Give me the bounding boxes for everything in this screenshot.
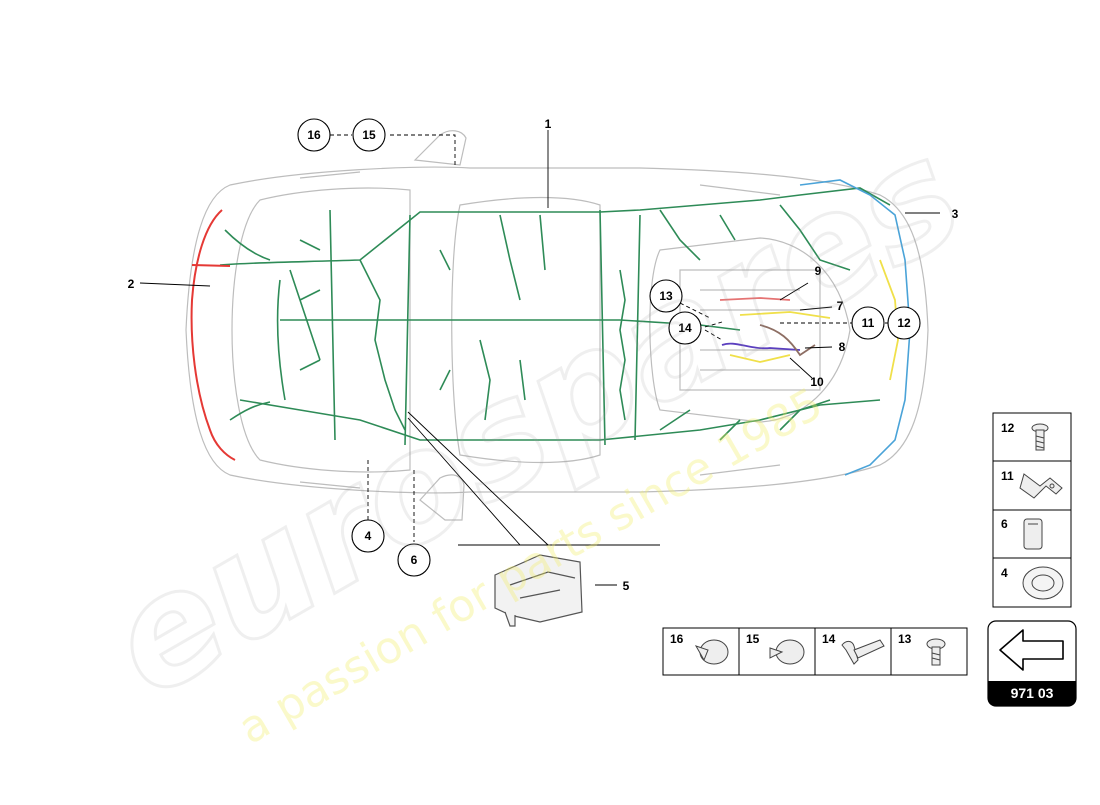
callout-2: 2 xyxy=(128,277,135,291)
car-body-outline xyxy=(185,130,929,521)
legend-bottom-num-14: 14 xyxy=(822,632,836,646)
control-unit-part xyxy=(494,554,583,627)
bracket-icon xyxy=(1019,473,1063,499)
callout-14-circle xyxy=(668,311,702,345)
legend-right: 12 11 6 4 xyxy=(992,412,1072,608)
clip-icon xyxy=(769,639,805,665)
callout-12-label: 12 xyxy=(897,316,911,330)
callout-10: 10 xyxy=(810,375,824,389)
legend-right-num-6: 6 xyxy=(1001,517,1008,531)
callout-13-label: 13 xyxy=(659,289,673,303)
legend-bottom-num-13: 13 xyxy=(898,632,912,646)
callout-1: 1 xyxy=(545,117,552,131)
rear-wiring-harness xyxy=(799,179,911,476)
screw-icon xyxy=(926,638,946,666)
callout-15-circle xyxy=(352,118,386,152)
legend-right-num-12: 12 xyxy=(1001,421,1015,435)
callout-14-label: 14 xyxy=(678,321,692,335)
legend-bottom-num-16: 16 xyxy=(670,632,684,646)
callout-16-label: 16 xyxy=(307,128,321,142)
callout-6-label: 6 xyxy=(411,553,418,567)
callout-11-circle xyxy=(851,306,885,340)
callout-6-circle xyxy=(397,543,431,577)
callout-15-label: 15 xyxy=(362,128,376,142)
callout-4-circle xyxy=(351,519,385,553)
callout-9: 9 xyxy=(815,264,822,278)
page-reference-box[interactable]: 971 03 xyxy=(987,620,1077,707)
callout-4-label: 4 xyxy=(365,529,372,543)
legend-bottom: 16 15 14 13 xyxy=(662,627,968,676)
cable-tie-icon xyxy=(841,639,885,665)
arrow-left-icon xyxy=(999,629,1064,671)
callout-13-circle xyxy=(649,279,683,313)
callout-16-circle xyxy=(297,118,331,152)
grommet-icon xyxy=(1022,566,1064,600)
legend-right-num-11: 11 xyxy=(1001,469,1014,483)
legend-right-num-4: 4 xyxy=(1001,566,1008,580)
callout-12-circle xyxy=(887,306,921,340)
main-wiring-harness xyxy=(219,187,891,446)
legend-bottom-num-15: 15 xyxy=(746,632,760,646)
callout-7: 7 xyxy=(837,299,844,313)
front-wiring-harness xyxy=(190,209,236,461)
relay-icon xyxy=(1023,518,1043,550)
callout-circles xyxy=(297,118,921,577)
callout-11-label: 11 xyxy=(862,316,875,330)
clip-icon xyxy=(694,639,729,665)
screw-icon xyxy=(1031,423,1049,451)
callout-5: 5 xyxy=(623,579,630,593)
callout-3: 3 xyxy=(952,207,959,221)
page-reference-code: 971 03 xyxy=(1011,685,1054,701)
callout-8: 8 xyxy=(839,340,846,354)
leader-lines xyxy=(139,130,940,586)
